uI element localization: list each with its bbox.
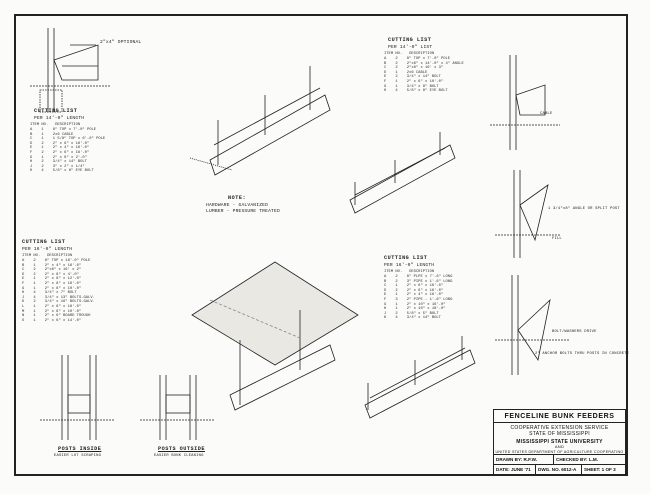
cut-list-row: C 2 2"x6" x 16' x 3"	[384, 66, 444, 71]
title-line-4: AND	[554, 444, 565, 449]
cut-list-row: J 2 3" x 2" x 1/4"	[30, 164, 85, 169]
cut-list-row: H 1 2" x 10" x 18'-0"	[384, 307, 446, 312]
cut-list-row: E 1 2" x 6" x 12'-0"	[22, 277, 82, 282]
cut-list-row: M 1 2" x 8" x 10'-0"	[22, 309, 82, 314]
notes-title: NOTE:	[228, 195, 247, 201]
cut-list-row: O 1 2" x 6" x 14'-0"	[22, 318, 82, 323]
cut-list-row: F 2 2" x 6" x 16'-0"	[30, 150, 90, 155]
cut-list-row: H 4 5/8" x 8" EYE BOLT	[384, 89, 448, 94]
title-row-date: DATE: JUNE '71 DWG. NO. 6012-A SHEET: 1 …	[494, 465, 625, 474]
cut-list-row: D 2 2" x 8" x 4'-0"	[22, 272, 79, 277]
cut-list-mr-subtitle: PER 16'-0" LENGTH	[384, 263, 435, 268]
cut-list-tr-subtitle: PER 14'-0" LIST	[388, 45, 433, 50]
sheet-border	[14, 14, 628, 476]
cut-list-row: C 1 2" x 6" x 16'-0"	[384, 284, 444, 289]
title-line-1: COOPERATIVE EXTENSION SERVICE	[510, 424, 609, 431]
cut-list-mr-columns: ITEM NO. DESCRIPTION	[384, 270, 435, 274]
cut-list-row: C 2 2"x6" x 16' x 2"	[22, 268, 82, 273]
label-optional: 2"x4" OPTIONAL	[100, 40, 142, 45]
drawing-title: FENCELINE BUNK FEEDERS	[494, 410, 625, 423]
section-posts-outside	[140, 375, 215, 440]
cut-list-row: E 1 2" x 4" x 16'-0"	[384, 293, 444, 298]
cut-list-ml-subtitle: PER 16'-0" LENGTH	[22, 247, 73, 252]
cut-list-row: N 1 2" x 6" BOARD TROUGH	[22, 314, 91, 319]
cut-list-row: A 1 8" TOP x 7'-0" POLE	[30, 128, 97, 132]
iso-roofed-feeder	[191, 261, 359, 411]
label-posts-inside-sub: EASIER LOT SCRAPING	[54, 454, 102, 458]
notes-hardware: HARDWARE - GALVANIZED	[206, 203, 269, 208]
cut-list-row: A 2 8" TOP x 7'-0" POLE	[384, 57, 451, 61]
cut-list-row: H 4 3/4" x 7" BOLT	[22, 291, 77, 296]
label-posts-outside: POSTS OUTSIDE	[158, 446, 205, 452]
cut-list-row: G 1 2" x 6" x 2'-0"	[30, 155, 87, 160]
cut-list-row: E 2 3/4" x 14" BOLT	[384, 75, 441, 80]
drawn-by: DRAWN BY: R.F.W.	[494, 455, 554, 464]
cut-list-row: D 2 2" x 6" x 16'-0"	[384, 288, 444, 293]
cut-list-row: L 1 2" x 6" x 18'-0"	[22, 304, 82, 309]
iso-feeder-top-right	[349, 132, 456, 214]
cut-list-row: B 2 3" PIPE x 1'-6" LONG	[384, 279, 453, 284]
label-anchor-note: 2" ANCHOR BOLTS THRU POSTS IN CONCRETE	[535, 352, 630, 356]
cut-list-ml-title: CUTTING LIST	[22, 239, 66, 245]
cut-list-row: K 2 3/4" x 16" BOLTS-GALV.	[22, 300, 95, 305]
title-line-2: STATE OF MISSISSIPPI	[529, 430, 590, 437]
title-line-3: MISSISSIPPI STATE UNIVERSITY	[516, 438, 603, 445]
label-posts-inside: POSTS INSIDE	[58, 446, 102, 452]
cut-list-row: B 1 2" x 4" x 16'-0"	[22, 263, 82, 268]
cut-list-row: G 1 2" x 8" x 10'-0"	[22, 286, 82, 291]
title-block: FENCELINE BUNK FEEDERS COOPERATIVE EXTEN…	[493, 409, 626, 475]
iso-feeder-top-left	[189, 66, 331, 176]
title-line-5: UNITED STATES DEPARTMENT OF AGRICULTURE …	[494, 449, 625, 455]
sheet-number: SHEET: 1 OF 3	[584, 467, 616, 472]
section-posts-inside	[40, 355, 115, 440]
section-right-bottom	[495, 275, 570, 375]
section-top-left	[30, 28, 110, 113]
section-right-top	[490, 55, 560, 150]
title-row-drawn: DRAWN BY: R.F.W. CHECKED BY: L.M.	[494, 455, 625, 465]
cut-list-row: G 1 2" x 10" x 16'-0"	[384, 302, 446, 307]
cut-list-row: C 1 1 5/8" TOP x 6'-0" POLE	[30, 137, 106, 142]
iso-feeder-bottom-right	[364, 336, 476, 419]
cut-list-row: D 1 2x6 CABLE	[384, 70, 428, 75]
cut-list-row: A 2 8" PLPE x 7'-6" LONG	[384, 275, 453, 279]
cut-list-row: B 1 2x6 CABLE	[30, 132, 74, 137]
cut-list-tr-columns: ITEM NO. DESCRIPTION	[384, 52, 435, 56]
label-posts-outside-sub: EASIER BUNK CLEANING	[154, 454, 204, 458]
cut-list-row: F 3 2" PIPE - 1'-6" LONG	[384, 297, 453, 302]
cut-list-row: B 2 2"x6" x 14'-0" x 4" ANGLE	[384, 61, 464, 66]
cut-list-tl-title: CUTTING LIST	[34, 108, 78, 114]
label-cable: CABLE	[540, 112, 553, 116]
cut-list-ml-columns: ITEM NO. DESCRIPTION	[22, 254, 73, 258]
cut-list-tl-columns: ITEM NO. DESCRIPTION	[30, 123, 81, 127]
cut-list-row: F 1 2" x 6" x 10'-0"	[384, 79, 444, 84]
cut-list-row: H 2 3/4" x 14" BOLT	[30, 160, 87, 165]
cut-list-tl-subtitle: PER 14'-0" LENGTH	[34, 116, 85, 121]
cut-list-row: G 1 3/4" x 8" BOLT	[384, 84, 439, 89]
label-pipe-note: 1 3/4"x8" ANGLE OR SPLIT POST	[548, 207, 620, 211]
cut-list-row: F 1 2" x 8" x 16'-0"	[22, 281, 82, 286]
cut-list-row: K 4 5/8" x 8" EYE BOLT	[30, 169, 94, 174]
cut-list-row: J 4 3/4" x 13" BOLTS-GALV.	[22, 295, 95, 300]
drawing-number: DWG. NO. 6012-A	[536, 465, 582, 474]
label-bolt-note: BOLT/WASHERS DRIVE	[552, 330, 597, 334]
cut-list-row: D 2 2" x 6" x 16'-0"	[30, 141, 90, 146]
checked-by: CHECKED BY: L.M.	[556, 457, 599, 462]
cut-list-mr-title: CUTTING LIST	[384, 255, 428, 261]
cut-list-tr-title: CUTTING LIST	[388, 37, 432, 43]
drawing-date: DATE: JUNE '71	[494, 465, 536, 474]
cut-list-row: K 4 3/4" x 14" BOLT	[384, 316, 441, 321]
cut-list-row: A 2 8" TOP x 18'-0" POLE	[22, 259, 91, 263]
notes-lumber: LUMBER - PRESSURE TREATED	[206, 209, 280, 214]
cut-list-row: E 1 2" x 4" x 16'-0"	[30, 146, 90, 151]
section-right-middle	[495, 170, 560, 258]
cut-list-row: J 2 5/8" x 5" BOLT	[384, 311, 439, 316]
label-fill: FILL	[552, 237, 562, 241]
